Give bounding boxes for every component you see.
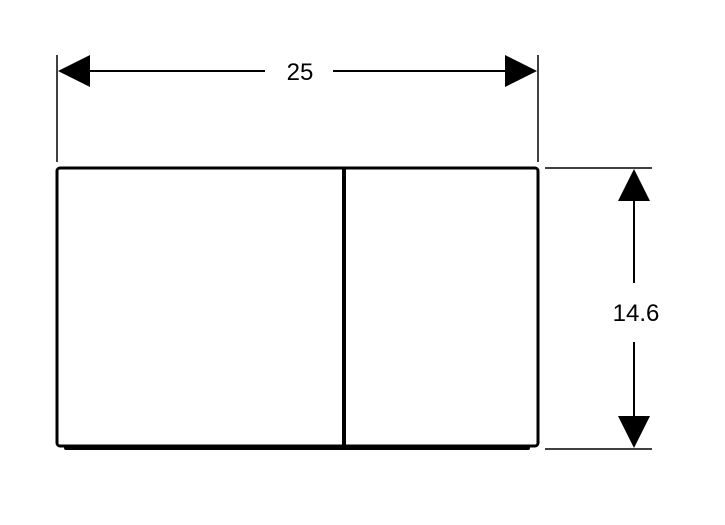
height-dimension-label: 14.6 [613, 300, 660, 327]
width-arrowhead-right [505, 55, 537, 87]
width-arrowhead-left [58, 55, 90, 87]
height-arrowhead-top [618, 169, 650, 201]
height-arrowhead-bottom [618, 416, 650, 448]
width-dimension-label: 25 [287, 59, 314, 86]
flush-plate-outline [55, 166, 540, 448]
